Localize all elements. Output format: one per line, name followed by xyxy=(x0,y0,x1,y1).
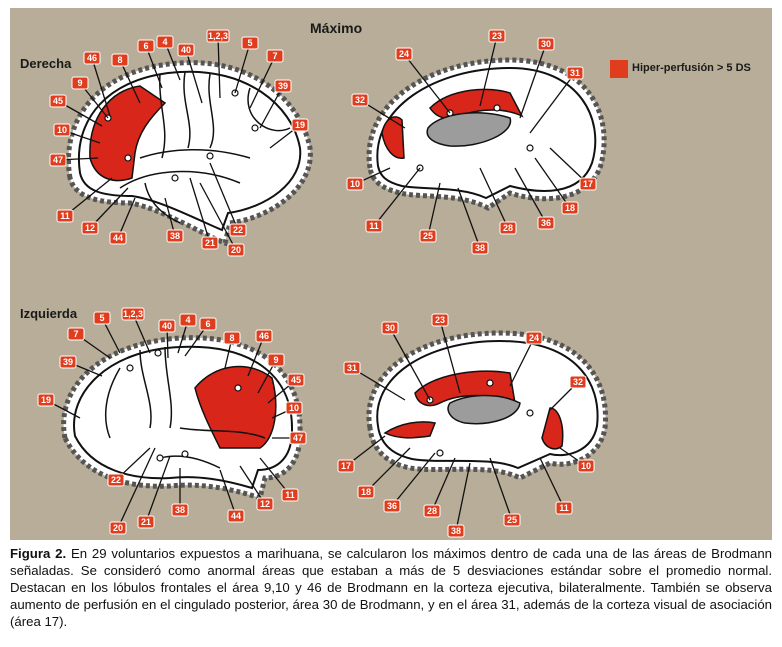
area-label-right-lateral-10: 9 xyxy=(77,78,82,88)
area-label-left-lateral-13: 47 xyxy=(293,433,303,443)
area-label-right-medial-8: 38 xyxy=(475,243,485,253)
area-label-right-medial-5: 10 xyxy=(350,179,360,189)
area-label-left-lateral-4: 6 xyxy=(205,319,210,329)
area-label-right-medial-1: 23 xyxy=(492,31,502,41)
area-label-left-medial-9: 38 xyxy=(451,526,461,536)
area-label-right-medial-3: 31 xyxy=(570,68,580,78)
area-label-right-lateral-11: 45 xyxy=(53,96,63,106)
area-label-right-lateral-3: 4 xyxy=(162,37,167,47)
area-label-left-medial-5: 17 xyxy=(341,461,351,471)
area-label-left-lateral-17: 38 xyxy=(175,505,185,515)
area-label-right-medial-6: 11 xyxy=(369,221,379,231)
area-label-right-lateral-16: 44 xyxy=(113,233,123,243)
area-label-right-lateral-1: 8 xyxy=(117,55,122,65)
area-label-left-lateral-18: 44 xyxy=(231,511,241,521)
caption-label: Figura 2. xyxy=(10,546,66,561)
area-label-right-medial-4: 32 xyxy=(355,95,365,105)
area-label-left-lateral-6: 46 xyxy=(259,331,269,341)
area-label-right-medial-9: 28 xyxy=(503,223,513,233)
area-label-left-lateral-14: 22 xyxy=(111,475,121,485)
figure-caption: Figura 2. En 29 voluntarios expuestos a … xyxy=(10,545,772,630)
area-label-right-lateral-15: 12 xyxy=(85,223,95,233)
area-label-right-lateral-4: 40 xyxy=(181,45,191,55)
area-label-left-lateral-0: 5 xyxy=(99,313,104,323)
area-label-right-lateral-8: 39 xyxy=(278,81,288,91)
area-label-left-medial-10: 25 xyxy=(507,515,517,525)
area-label-left-lateral-10: 45 xyxy=(291,375,301,385)
area-label-right-lateral-2: 6 xyxy=(143,41,148,51)
right-lateral-brain xyxy=(68,63,310,243)
area-label-right-lateral-20: 20 xyxy=(231,245,241,255)
area-label-right-lateral-9: 19 xyxy=(295,120,305,130)
area-label-right-medial-12: 17 xyxy=(583,179,593,189)
area-label-right-lateral-12: 10 xyxy=(57,125,67,135)
figure-title: Máximo xyxy=(310,20,362,36)
area-label-left-medial-3: 31 xyxy=(347,363,357,373)
area-label-left-lateral-16: 21 xyxy=(141,517,151,527)
area-label-left-medial-2: 24 xyxy=(529,333,539,343)
area-label-right-medial-0: 24 xyxy=(399,49,409,59)
area-label-left-medial-8: 28 xyxy=(427,506,437,516)
row-label-left: Izquierda xyxy=(20,306,77,321)
area-label-left-medial-1: 23 xyxy=(435,315,445,325)
area-label-right-medial-11: 18 xyxy=(565,203,575,213)
caption-text: En 29 voluntarios expuestos a marihuana,… xyxy=(10,546,772,629)
area-label-left-medial-7: 36 xyxy=(387,501,397,511)
area-label-right-lateral-6: 5 xyxy=(247,38,252,48)
area-label-right-medial-2: 30 xyxy=(541,39,551,49)
area-label-left-lateral-1: 1,2,3 xyxy=(123,309,143,319)
area-label-right-lateral-7: 7 xyxy=(272,51,277,61)
area-label-right-lateral-14: 11 xyxy=(60,211,70,221)
area-label-left-lateral-5: 8 xyxy=(229,333,234,343)
area-label-left-lateral-12: 10 xyxy=(289,403,299,413)
area-label-right-lateral-18: 21 xyxy=(205,238,215,248)
area-label-right-medial-10: 36 xyxy=(541,218,551,228)
area-label-left-medial-4: 32 xyxy=(573,377,583,387)
area-label-left-lateral-9: 9 xyxy=(273,355,278,365)
area-label-right-medial-7: 25 xyxy=(423,231,433,241)
area-label-left-lateral-3: 4 xyxy=(185,315,190,325)
area-label-left-medial-6: 18 xyxy=(361,487,371,497)
area-label-left-lateral-15: 20 xyxy=(113,523,123,533)
area-label-left-medial-0: 30 xyxy=(385,323,395,333)
area-label-left-lateral-19: 12 xyxy=(260,499,270,509)
left-lateral-brain xyxy=(64,338,301,498)
area-label-right-lateral-13: 47 xyxy=(53,155,63,165)
row-label-right: Derecha xyxy=(20,56,71,71)
legend-swatch xyxy=(610,60,628,78)
leader-line-left-medial-9 xyxy=(456,463,470,531)
area-label-left-lateral-8: 39 xyxy=(63,357,73,367)
area-label-left-lateral-7: 7 xyxy=(73,329,78,339)
area-label-left-lateral-2: 40 xyxy=(162,321,172,331)
legend-label: Hiper-perfusión > 5 DS xyxy=(632,62,751,74)
area-label-right-lateral-19: 22 xyxy=(233,225,243,235)
area-label-left-medial-12: 10 xyxy=(581,461,591,471)
area-label-right-lateral-0: 46 xyxy=(87,53,97,63)
area-label-right-lateral-5: 1,2,3 xyxy=(208,31,228,41)
area-label-left-lateral-11: 19 xyxy=(41,395,51,405)
area-label-left-lateral-20: 11 xyxy=(285,490,295,500)
area-label-right-lateral-17: 38 xyxy=(170,231,180,241)
area-label-left-medial-11: 11 xyxy=(559,503,569,513)
